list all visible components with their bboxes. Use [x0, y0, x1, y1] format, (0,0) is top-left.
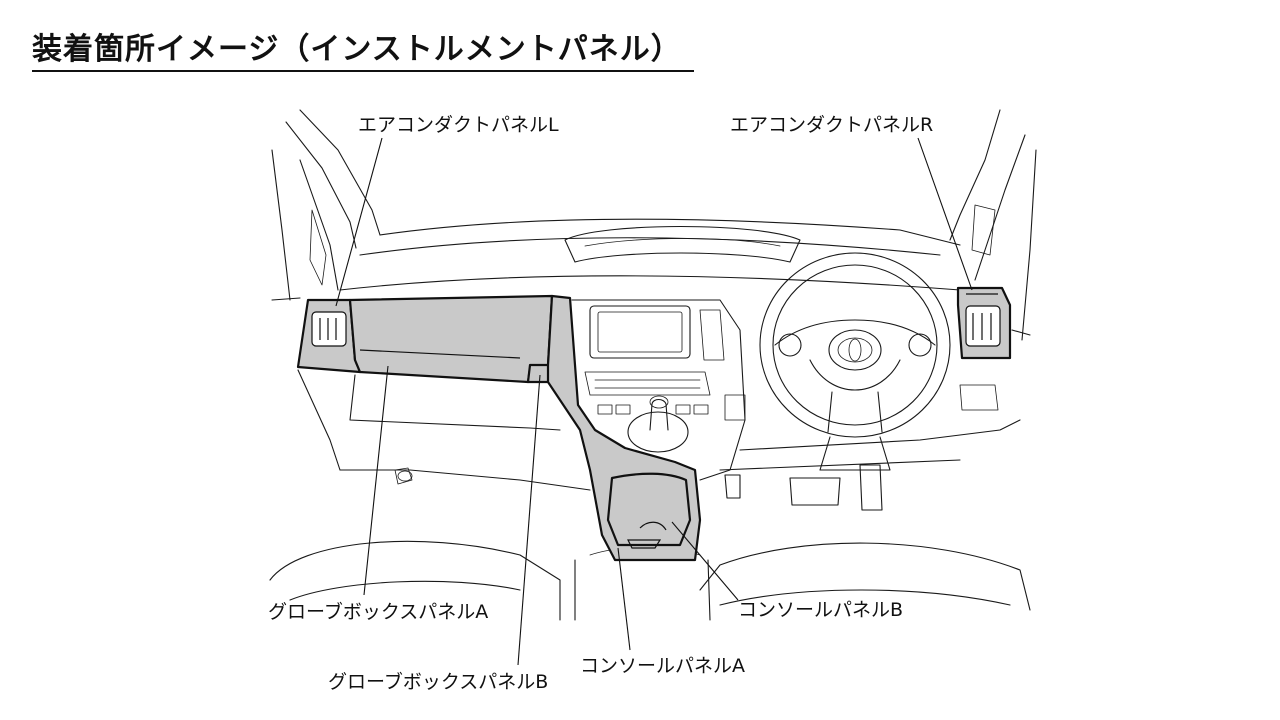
highlighted-parts: [296, 286, 1012, 562]
label-console-panel-b: コンソールパネルB: [738, 599, 903, 621]
label-glovebox-panel-a: グローブボックスパネルA: [268, 600, 488, 623]
interior-line-art: [269, 109, 1037, 621]
glovebox-panel-b: [526, 363, 552, 384]
callouts: エアコンダクトパネルL エアコンダクトパネルR グローブボックスパネルA グロー…: [268, 114, 933, 693]
air-vent-right-icon: [965, 305, 1001, 347]
air-vent-left-icon: [311, 311, 347, 347]
page-title: 装着箇所イメージ（インストルメントパネル）: [32, 30, 694, 72]
console-panel-b: [606, 472, 692, 547]
glovebox-panel-a: [348, 294, 554, 384]
leader-lines: [335, 137, 973, 666]
label-air-duct-panel-l: エアコンダクトパネルL: [358, 114, 559, 136]
label-glovebox-panel-b: グローブボックスパネルB: [328, 670, 548, 693]
label-console-panel-a: コンソールパネルA: [580, 655, 745, 677]
label-air-duct-panel-r: エアコンダクトパネルR: [730, 114, 933, 136]
